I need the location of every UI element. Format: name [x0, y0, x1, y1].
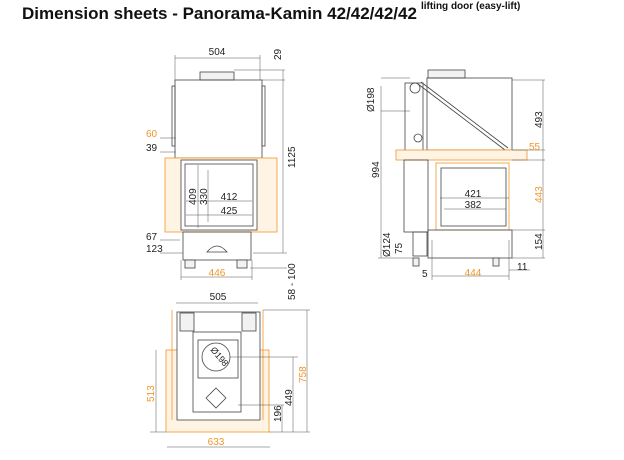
dim-444: 444 [465, 268, 482, 279]
front-upper-body [174, 79, 263, 159]
dim-513: 513 [146, 385, 157, 402]
front-view [160, 55, 287, 280]
side-view [378, 69, 545, 280]
dim-409: 409 [188, 188, 199, 205]
dim-5: 5 [422, 269, 428, 280]
dim-39: 39 [146, 143, 158, 154]
dim-443: 443 [534, 186, 545, 203]
dim-29: 29 [273, 48, 284, 60]
dim-air-124: Ø124 [382, 232, 393, 257]
dim-758: 758 [298, 366, 309, 383]
dim-1125: 1125 [287, 146, 298, 168]
dim-449: 449 [284, 389, 295, 406]
side-counterweight [403, 159, 429, 233]
dim-493: 493 [534, 111, 545, 128]
dim-994: 994 [371, 161, 382, 178]
side-shelf-orange [395, 149, 528, 161]
dim-633: 633 [208, 437, 225, 448]
title-text: Dimension sheets - Panorama-Kamin 42/42/… [22, 4, 417, 23]
dim-196: 196 [273, 405, 284, 422]
dim-505: 505 [210, 292, 227, 303]
base [182, 231, 252, 261]
dim-flue-198: Ø198 [366, 87, 377, 112]
dim-421: 421 [465, 189, 482, 200]
dim-154: 154 [534, 233, 545, 250]
dim-55: 55 [529, 142, 541, 153]
side-flue-collar [427, 69, 466, 79]
dim-504: 504 [209, 47, 226, 58]
dim-58-100: 58 - 100 [287, 263, 298, 300]
dim-446: 446 [209, 268, 226, 279]
plan-view [150, 302, 310, 448]
dim-123: 123 [146, 244, 163, 255]
subtitle-text: lifting door (easy-lift) [420, 1, 521, 13]
dim-412: 412 [221, 192, 238, 203]
dim-11: 11 [517, 262, 528, 273]
dim-382: 382 [465, 200, 482, 211]
dim-60: 60 [146, 129, 158, 140]
dim-75: 75 [394, 242, 405, 254]
flue-collar [199, 71, 235, 81]
dim-67: 67 [146, 232, 158, 243]
dim-425: 425 [221, 206, 238, 217]
firebox-opening [180, 159, 258, 231]
page-title: Dimension sheets - Panorama-Kamin 42/42/… [22, 1, 521, 24]
dim-330: 330 [199, 188, 210, 205]
